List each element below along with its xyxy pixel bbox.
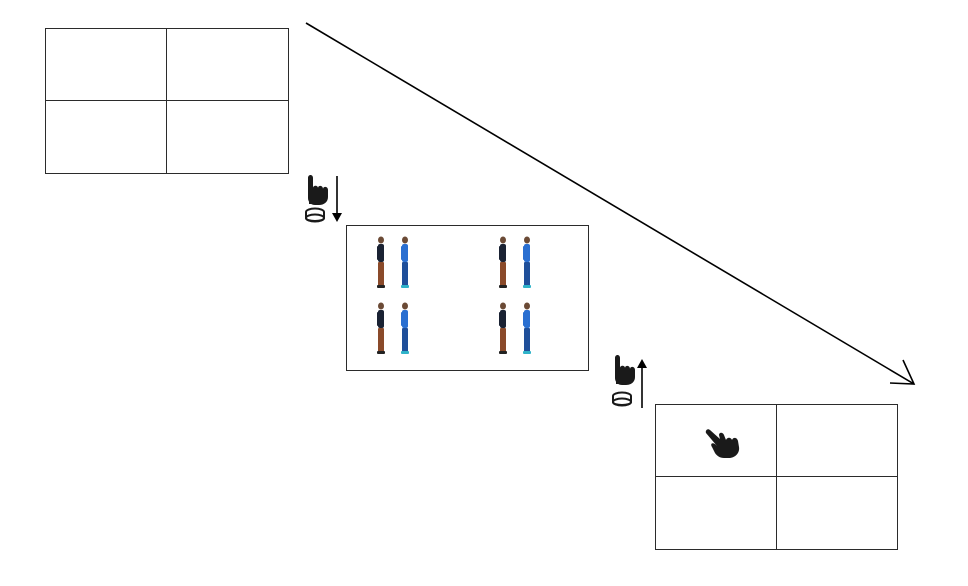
person-blue-outfit — [397, 236, 413, 297]
person-blue-outfit — [397, 302, 413, 363]
grid-cell[interactable] — [777, 477, 898, 549]
grid-cell-selected[interactable] — [656, 405, 777, 477]
grid-cell — [167, 101, 288, 173]
person-dark-outfit — [373, 302, 389, 363]
grid-cell[interactable] — [776, 405, 897, 477]
grid-cell — [46, 101, 167, 173]
pointing-hand-icon — [705, 429, 740, 458]
press-button-icon — [298, 170, 348, 233]
release-button-icon — [605, 352, 653, 415]
stimulus-grid — [346, 225, 589, 371]
initial-blank-grid — [45, 28, 289, 174]
grid-cell — [167, 29, 288, 101]
person-blue-outfit — [519, 236, 535, 297]
person-dark-outfit — [373, 236, 389, 297]
grid-cell — [46, 29, 167, 101]
person-blue-outfit — [519, 302, 535, 363]
grid-cell[interactable] — [656, 477, 777, 549]
person-dark-outfit — [495, 236, 511, 297]
response-grid — [655, 404, 898, 550]
person-dark-outfit — [495, 302, 511, 363]
